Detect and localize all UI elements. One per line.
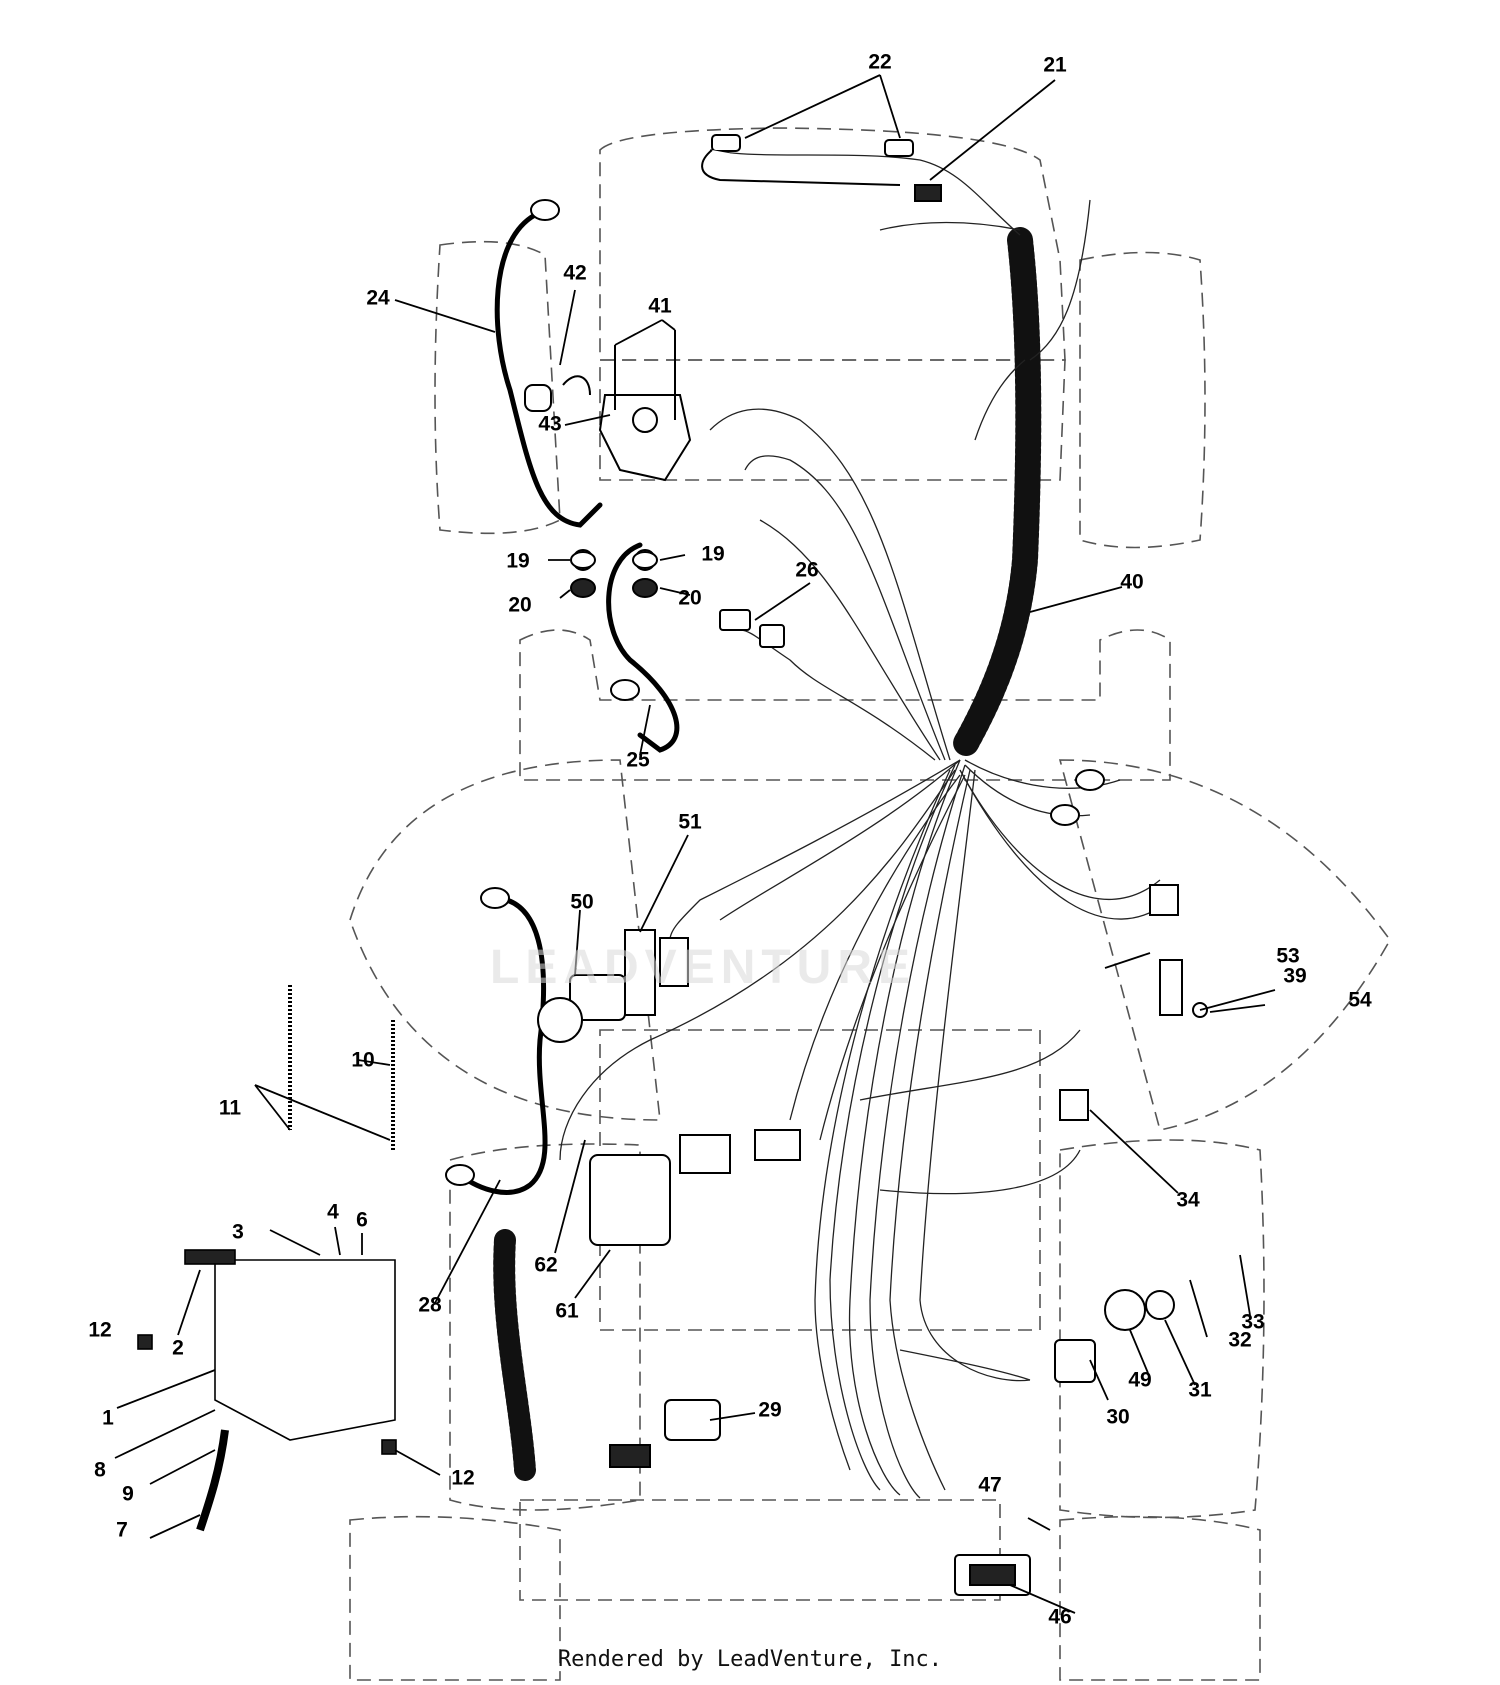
battery-cables bbox=[457, 212, 680, 1195]
callout-10: 10 bbox=[351, 1048, 375, 1072]
callout-28: 28 bbox=[418, 1293, 442, 1317]
washers-nuts bbox=[570, 551, 658, 598]
wire-bundle bbox=[559, 149, 1171, 1499]
callout-12: 12 bbox=[451, 1466, 475, 1490]
callout-54: 54 bbox=[1348, 988, 1372, 1012]
callout-11: 11 bbox=[218, 1096, 242, 1120]
callout-32: 32 bbox=[1228, 1328, 1252, 1352]
callout-33: 33 bbox=[1241, 1310, 1265, 1334]
callout-42: 42 bbox=[563, 261, 587, 285]
callout-34: 34 bbox=[1176, 1188, 1200, 1212]
leader-lines bbox=[114, 74, 1276, 1614]
callout-6: 6 bbox=[356, 1208, 368, 1232]
callout-7: 7 bbox=[116, 1518, 128, 1542]
fuel-tank bbox=[137, 985, 397, 1532]
callout-29: 29 bbox=[758, 1398, 782, 1422]
callout-25: 25 bbox=[626, 748, 650, 772]
callout-4: 4 bbox=[327, 1200, 339, 1224]
solenoid bbox=[524, 330, 692, 482]
callout-51: 51 bbox=[678, 810, 702, 834]
callout-24: 24 bbox=[366, 286, 390, 310]
callout-46: 46 bbox=[1048, 1605, 1072, 1629]
callout-39: 39 bbox=[1283, 964, 1307, 988]
components bbox=[537, 609, 1208, 1596]
callout-61: 61 bbox=[555, 1299, 579, 1323]
footer-credit: Rendered by LeadVenture, Inc. bbox=[557, 1647, 943, 1672]
callout-47: 47 bbox=[978, 1473, 1002, 1497]
callout-50: 50 bbox=[570, 890, 594, 914]
headlight-sockets bbox=[701, 134, 942, 202]
callout-26: 26 bbox=[795, 558, 819, 582]
corrugated-loom bbox=[493, 227, 1042, 1481]
callout-41: 41 bbox=[648, 294, 672, 318]
callout-31: 31 bbox=[1188, 1378, 1212, 1402]
callout-40: 40 bbox=[1120, 570, 1144, 594]
callout-22: 22 bbox=[868, 50, 892, 74]
callout-62: 62 bbox=[534, 1253, 558, 1277]
callout-20: 20 bbox=[508, 593, 532, 617]
ring-terminals bbox=[445, 199, 1105, 1186]
callout-20: 20 bbox=[678, 586, 702, 610]
callout-12: 12 bbox=[88, 1318, 112, 1342]
callout-30: 30 bbox=[1106, 1405, 1130, 1429]
callout-9: 9 bbox=[122, 1482, 134, 1506]
callout-1: 1 bbox=[102, 1406, 114, 1430]
callout-53: 53 bbox=[1276, 944, 1300, 968]
callout-21: 21 bbox=[1043, 53, 1067, 77]
callout-49: 49 bbox=[1128, 1368, 1152, 1392]
callout-3: 3 bbox=[232, 1220, 244, 1244]
callout-8: 8 bbox=[94, 1458, 106, 1482]
watermark: LEADVENTURE bbox=[490, 941, 917, 994]
callout-2: 2 bbox=[172, 1336, 184, 1360]
callout-19: 19 bbox=[701, 542, 725, 566]
callout-43: 43 bbox=[538, 412, 562, 436]
callout-19: 19 bbox=[506, 549, 530, 573]
